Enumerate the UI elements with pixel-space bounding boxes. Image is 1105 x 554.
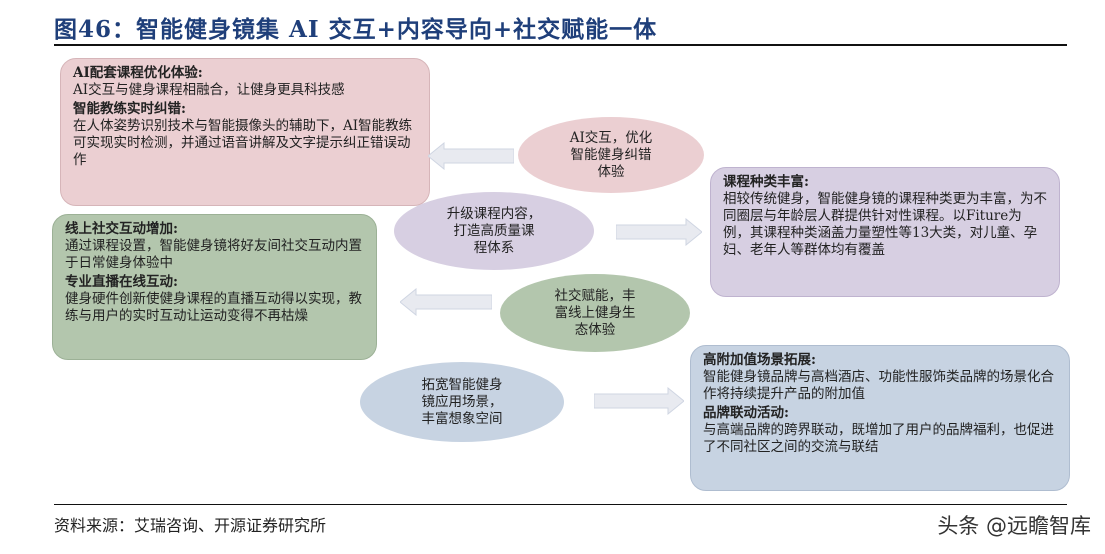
arrow-right-icon	[594, 387, 684, 415]
box-text: 在人体姿势识别技术与智能摄像头的辅助下，AI智能教练可实现实时检测，并通过语音讲…	[73, 118, 413, 168]
box-heading: 专业直播在线互动:	[65, 274, 178, 290]
figure-title: 图46：智能健身镜集 AI 交互+内容导向+社交赋能一体	[54, 16, 658, 43]
box-text: 健身硬件创新使健身课程的直播互动得以实现，教练与用户的实时互动让运动变得不再枯燥	[65, 291, 362, 324]
ai-theme-ellipse: AI交互，优化 智能健身纠错 体验	[518, 117, 704, 193]
watermark: 头条 @远瞻智库	[937, 514, 1091, 538]
content-theme-ellipse: 升级课程内容， 打造高质量课 程体系	[394, 192, 594, 270]
box-heading: 智能教练实时纠错:	[73, 101, 186, 117]
box-text: 与高端品牌的跨界联动，既增加了用户的品牌福利，也促进了不同社区之间的交流与联结	[703, 422, 1054, 455]
source-note: 资料来源：艾瑞咨询、开源证券研究所	[54, 516, 327, 535]
arrow-left-icon	[428, 142, 514, 170]
footer-rule	[54, 504, 1067, 505]
arrow-right-icon	[616, 218, 702, 246]
ai-experience-box: AI配套课程优化体验: AI交互与健身课程相融合，让健身更具科技感 智能教练实时…	[60, 58, 430, 206]
box-heading: 高附加值场景拓展:	[703, 352, 816, 368]
box-text: AI交互与健身课程相融合，让健身更具科技感	[73, 82, 345, 98]
arrow-left-icon	[400, 288, 492, 316]
value-extension-box: 高附加值场景拓展: 智能健身镜品牌与高档酒店、功能性服饰类品牌的场景化合作将持续…	[690, 345, 1070, 491]
social-theme-ellipse: 社交赋能，丰 富线上健身生 态体验	[500, 274, 690, 352]
box-text: 通过课程设置，智能健身镜将好友间社交互动内置于日常健身体验中	[65, 238, 362, 271]
box-heading: AI配套课程优化体验:	[73, 65, 203, 81]
social-interaction-box: 线上社交互动增加: 通过课程设置，智能健身镜将好友间社交互动内置于日常健身体验中…	[52, 214, 377, 360]
box-text: 相较传统健身，智能健身镜的课程种类更为丰富，为不同圈层与年龄层人群提供针对性课程…	[723, 191, 1047, 258]
title-rule	[54, 44, 1067, 46]
box-heading: 品牌联动活动:	[703, 405, 789, 421]
course-variety-box: 课程种类丰富: 相较传统健身，智能健身镜的课程种类更为丰富，为不同圈层与年龄层人…	[710, 167, 1060, 297]
scene-theme-ellipse: 拓宽智能健身 镜应用场景， 丰富想象空间	[360, 362, 564, 442]
box-heading: 课程种类丰富:	[723, 174, 809, 190]
box-text: 智能健身镜品牌与高档酒店、功能性服饰类品牌的场景化合作将持续提升产品的附加值	[703, 369, 1054, 402]
box-heading: 线上社交互动增加:	[65, 221, 178, 237]
